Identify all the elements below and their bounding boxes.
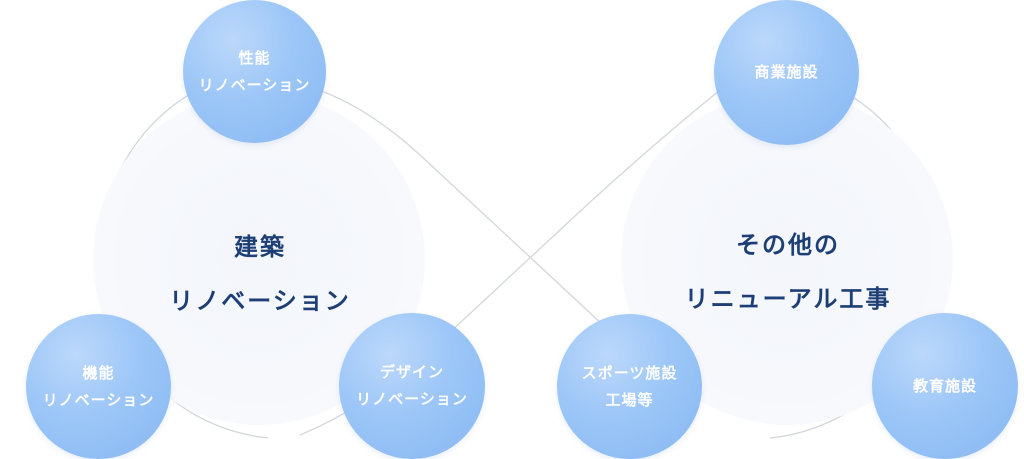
node-sports-line2: 工場等 (605, 390, 654, 409)
node-performance-line2: リノベーション (198, 75, 311, 94)
left-hub-title-line1: 建築 (234, 233, 286, 261)
node-function-renovation: 機能 リノベーション (26, 314, 171, 459)
node-performance-line1: 性能 (238, 48, 271, 67)
node-function-line1: 機能 (82, 363, 115, 382)
node-educational-facilities: 教育施設 (872, 313, 1018, 459)
node-education-line1: 教育施設 (912, 376, 977, 395)
left-hub-title-line2: リノベーション (169, 287, 351, 315)
node-commercial-facilities: 商業施設 (714, 0, 859, 145)
right-hub-title-line1: その他の (736, 231, 840, 259)
node-performance-renovation: 性能 リノベーション (183, 0, 326, 143)
node-design-line1: デザイン (379, 363, 444, 381)
node-design-line2: リノベーション (356, 390, 468, 408)
right-hub-label: その他の リニューアル工事 (670, 218, 906, 326)
node-function-line2: リノベーション (42, 390, 155, 409)
node-sports-facilities-factories: スポーツ施設 工場等 (557, 314, 702, 459)
node-design-renovation: デザイン リノベーション (339, 313, 485, 459)
node-sports-line1: スポーツ施設 (581, 363, 678, 382)
left-hub-label: 建築 リノベーション (150, 220, 370, 328)
node-commercial-line1: 商業施設 (754, 63, 819, 81)
right-hub-title-line2: リニューアル工事 (684, 285, 892, 313)
left-to-right-cross-line-up (299, 89, 721, 436)
